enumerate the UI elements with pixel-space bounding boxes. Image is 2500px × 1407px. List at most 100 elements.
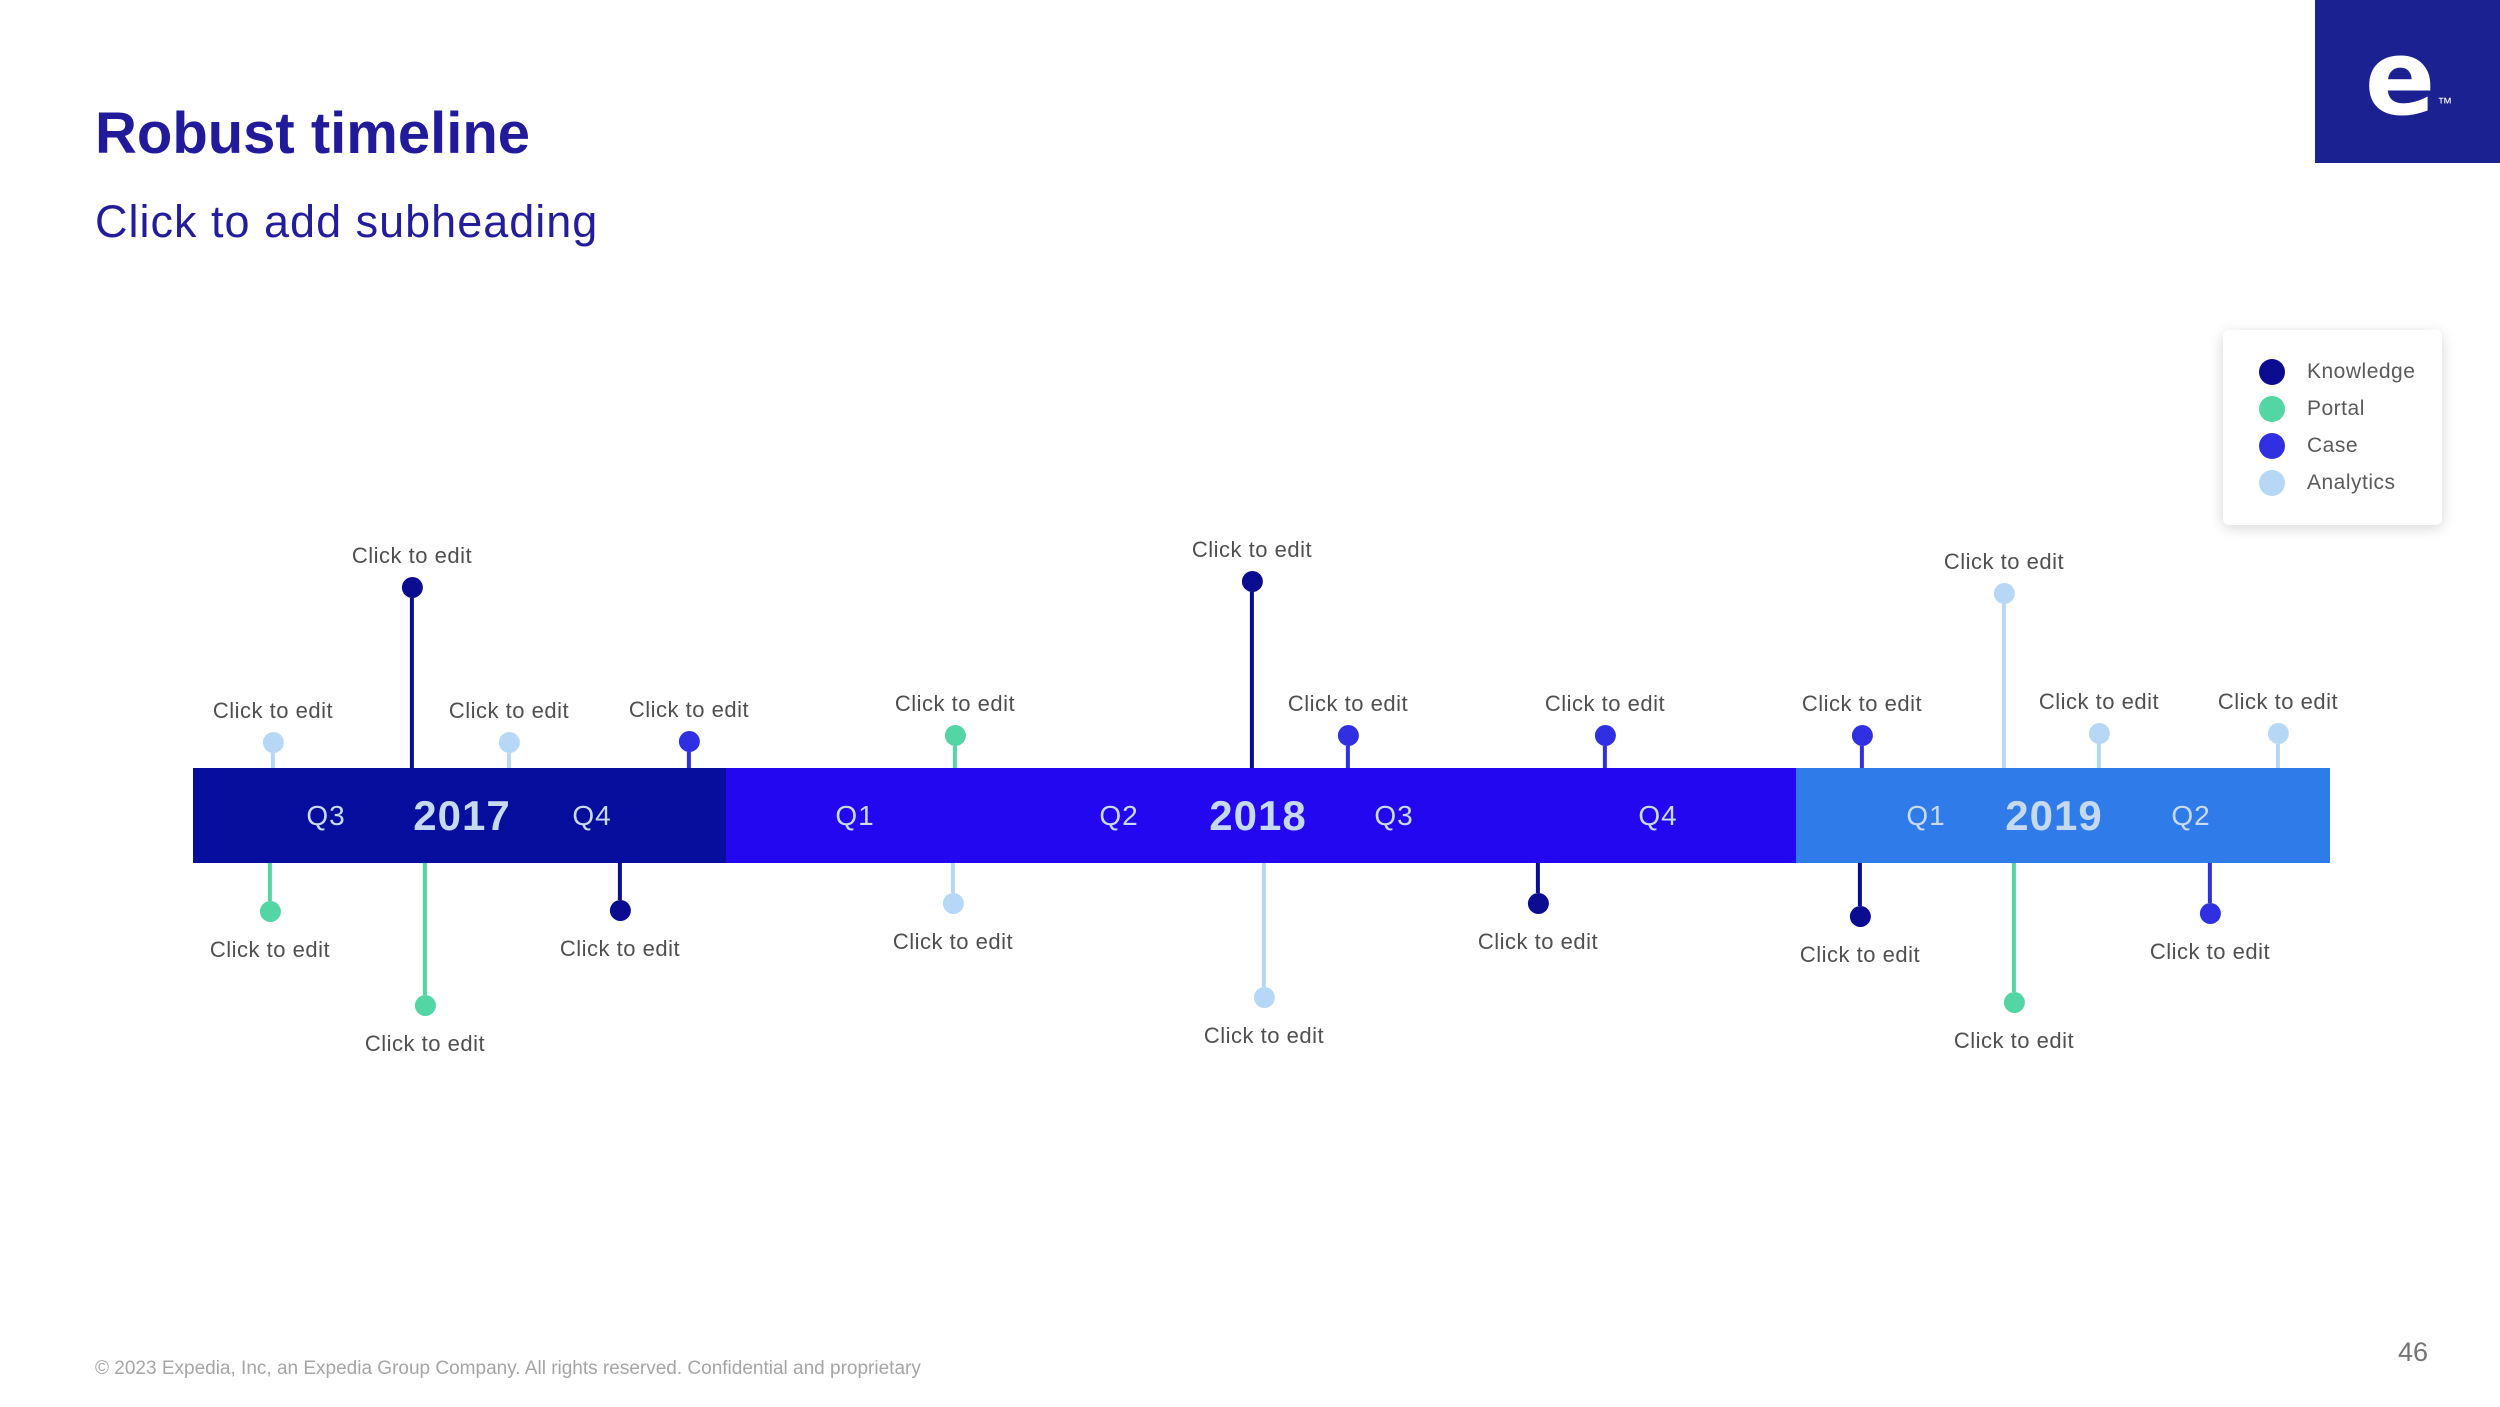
portal-dot-icon — [2259, 396, 2285, 422]
year-label: 2018 — [1209, 791, 1307, 839]
marker-label[interactable]: Click to edit — [1943, 549, 2065, 574]
case-dot-icon — [2259, 433, 2285, 459]
timeline-marker-above[interactable]: Click to edit — [449, 698, 569, 768]
quarter-label: Q2 — [2171, 799, 2211, 831]
marker-dot[interactable] — [944, 725, 966, 746]
marker-label[interactable]: Click to edit — [894, 691, 1016, 716]
marker-label[interactable]: Click to edit — [892, 929, 1014, 954]
timeline-marker-above[interactable]: Click to edit — [1545, 691, 1665, 768]
analytics-dot-icon — [2259, 470, 2285, 496]
marker-label[interactable]: Click to edit — [1801, 691, 1923, 716]
marker-label[interactable]: Click to edit — [2149, 939, 2271, 964]
legend-item-portal: Portal — [2259, 396, 2442, 422]
marker-dot[interactable] — [1241, 571, 1263, 592]
timeline-marker-above[interactable]: Click to edit — [895, 691, 1015, 768]
marker-label[interactable]: Click to edit — [2038, 689, 2160, 714]
quarter-label: Q2 — [1099, 799, 1139, 831]
timeline-marker-above[interactable]: Click to edit — [1288, 691, 1408, 768]
marker-stem — [268, 863, 272, 901]
marker-dot[interactable] — [1851, 725, 1873, 746]
quarter-label: Q3 — [306, 799, 346, 831]
marker-stem — [423, 863, 427, 995]
marker-stem — [2097, 744, 2101, 768]
legend-label: Knowledge — [2307, 360, 2416, 383]
marker-stem — [271, 753, 275, 768]
marker-label[interactable]: Click to edit — [1953, 1028, 2075, 1053]
marker-dot[interactable] — [498, 732, 520, 753]
timeline-marker-above[interactable]: Click to edit — [1944, 549, 2064, 768]
timeline-marker-above[interactable]: Click to edit — [1802, 691, 1922, 768]
subtitle-placeholder[interactable]: Click to add subheading — [95, 196, 599, 247]
marker-dot[interactable] — [401, 577, 423, 598]
marker-stem — [507, 753, 511, 768]
quarter-label: Q3 — [1374, 799, 1414, 831]
timeline-marker-above[interactable]: Click to edit — [2039, 689, 2159, 768]
copyright-text: © 2023 Expedia, Inc, an Expedia Group Co… — [95, 1358, 921, 1379]
segment-2018[interactable]: Q1 Q2 2018 Q3 Q4 — [726, 768, 1796, 863]
marker-label[interactable]: Click to edit — [559, 936, 681, 961]
legend-item-case: Case — [2259, 433, 2442, 459]
marker-label[interactable]: Click to edit — [209, 937, 331, 962]
legend-card: Knowledge Portal Case Analytics — [2223, 330, 2442, 525]
timeline-marker-below[interactable]: Click to edit — [1800, 863, 1920, 968]
marker-label[interactable]: Click to edit — [212, 698, 334, 723]
timeline-marker-below[interactable]: Click to edit — [560, 863, 680, 962]
timeline-marker-below[interactable]: Click to edit — [893, 863, 1013, 955]
marker-label[interactable]: Click to edit — [1799, 942, 1921, 967]
segment-2017[interactable]: Q3 2017 Q4 — [193, 768, 726, 863]
timeline-marker-above[interactable]: Click to edit — [2218, 689, 2338, 768]
timeline-marker-below[interactable]: Click to edit — [210, 863, 330, 963]
page-number: 46 — [2398, 1337, 2429, 1367]
marker-dot[interactable] — [2088, 723, 2110, 744]
marker-label[interactable]: Click to edit — [1191, 537, 1313, 562]
marker-dot[interactable] — [262, 732, 284, 753]
marker-stem — [2012, 863, 2016, 992]
timeline-marker-above[interactable]: Click to edit — [213, 698, 333, 768]
marker-label[interactable]: Click to edit — [1477, 929, 1599, 954]
timeline-marker-below[interactable]: Click to edit — [1204, 863, 1324, 1049]
marker-dot[interactable] — [609, 900, 631, 921]
timeline-marker-below[interactable]: Click to edit — [1954, 863, 2074, 1054]
marker-dot[interactable] — [414, 995, 436, 1016]
expedia-logo: e ™ — [2315, 0, 2500, 163]
marker-dot[interactable] — [1527, 893, 1549, 914]
legend-label: Analytics — [2307, 471, 2396, 494]
marker-label[interactable]: Click to edit — [1287, 691, 1409, 716]
marker-label[interactable]: Click to edit — [2217, 689, 2339, 714]
marker-label[interactable]: Click to edit — [1544, 691, 1666, 716]
timeline-marker-below[interactable]: Click to edit — [1478, 863, 1598, 955]
knowledge-dot-icon — [2259, 359, 2285, 385]
marker-dot[interactable] — [1253, 987, 1275, 1008]
segment-2019[interactable]: Q1 2019 Q2 — [1796, 768, 2330, 863]
marker-dot[interactable] — [2199, 903, 2221, 924]
marker-dot[interactable] — [1849, 906, 1871, 927]
timeline-marker-above[interactable]: Click to edit — [352, 543, 472, 768]
timeline-marker-above[interactable]: Click to edit — [629, 697, 749, 768]
marker-stem — [2276, 744, 2280, 768]
marker-dot[interactable] — [1337, 725, 1359, 746]
timeline-marker-below[interactable]: Click to edit — [365, 863, 485, 1057]
page-title[interactable]: Robust timeline — [95, 101, 531, 166]
marker-stem — [1603, 746, 1607, 768]
legend-item-knowledge: Knowledge — [2259, 359, 2442, 385]
marker-dot[interactable] — [259, 901, 281, 922]
marker-label[interactable]: Click to edit — [1203, 1023, 1325, 1048]
marker-dot[interactable] — [2267, 723, 2289, 744]
marker-label[interactable]: Click to edit — [351, 543, 473, 568]
year-label: 2019 — [2005, 791, 2103, 839]
marker-label[interactable]: Click to edit — [628, 697, 750, 722]
marker-label[interactable]: Click to edit — [364, 1031, 486, 1056]
marker-dot[interactable] — [678, 731, 700, 752]
marker-stem — [1250, 592, 1254, 768]
marker-stem — [618, 863, 622, 900]
marker-dot[interactable] — [1594, 725, 1616, 746]
marker-stem — [2002, 604, 2006, 768]
marker-label[interactable]: Click to edit — [448, 698, 570, 723]
trademark-symbol: ™ — [2437, 95, 2453, 112]
timeline-marker-above[interactable]: Click to edit — [1192, 537, 1312, 768]
marker-dot[interactable] — [942, 893, 964, 914]
timeline-marker-below[interactable]: Click to edit — [2150, 863, 2270, 965]
marker-dot[interactable] — [2003, 992, 2025, 1013]
marker-dot[interactable] — [1993, 583, 2015, 604]
